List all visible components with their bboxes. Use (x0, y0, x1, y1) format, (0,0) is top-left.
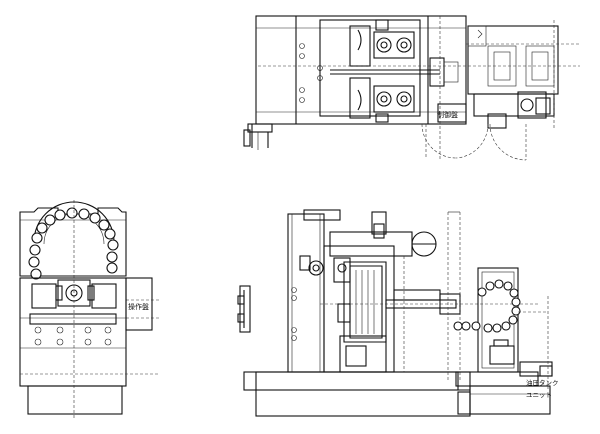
side-view: 油圧タンク ユニット (237, 209, 559, 417)
control-panel-label: 制御盤 (437, 110, 458, 119)
front-view: 操作盤 (19, 200, 160, 420)
hydraulic-tank-label: 油圧タンク (526, 378, 559, 387)
unit-label: ユニット (526, 391, 552, 399)
top-view: 制御盤 (243, 15, 580, 161)
operation-panel-label: 操作盤 (128, 302, 149, 311)
